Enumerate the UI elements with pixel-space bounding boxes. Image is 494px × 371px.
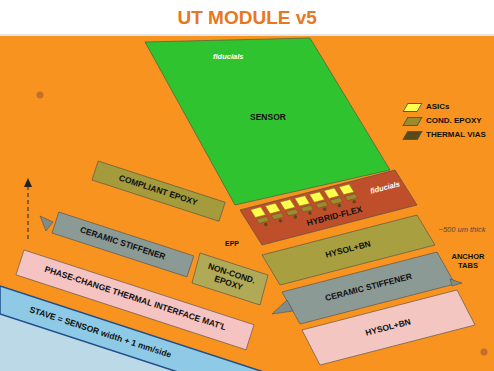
layer-shape [145,38,390,205]
legend-label: COND. EPOXY [426,116,482,125]
layer-shape [52,212,194,277]
ceramic-stiffener-layer: CERAMIC STIFFENER [52,212,194,277]
non-conductive-epoxy-layer: NON-COND. EPOXY [192,253,268,305]
asic-chip [265,203,280,213]
anchor-tab [272,300,293,314]
layer-shape [92,161,225,221]
title-ground [0,0,494,36]
thermal-via [294,215,298,219]
title-rule [0,35,494,36]
conductive-epoxy-pad [301,205,314,212]
diagram-title: UT MODULE v5 [178,7,317,29]
thermal-via [338,204,342,208]
thermal-via [323,208,327,212]
dashed-arrow [28,186,29,240]
conductive-epoxy-pad [286,209,299,216]
part-legend: ASICsCOND. EPOXY THERMAL VIAS [405,100,486,142]
legend-label: THERMAL VIAS [426,130,486,139]
layer-shape [192,253,268,305]
part-label: EPP [225,240,239,248]
stave-surface [0,36,494,371]
anchor-tab [450,279,462,286]
conductive-epoxy-pad [271,213,284,220]
legend-label: ASICs [426,102,450,111]
part-label: ANCHOR TABS [448,253,488,270]
thermal-via [308,211,312,215]
conductive-epoxy-pad [345,194,358,201]
part-label: ~500 um thick [439,226,486,235]
layer-label: SENSOR [250,113,286,123]
thermal-via [279,219,283,223]
conductive-epoxy-pad [315,201,328,208]
asic-chip [295,196,310,206]
asic-chip [280,200,295,210]
stave-hole [481,349,488,356]
dashed-arrow-head [24,178,32,187]
legend-swatch [402,103,422,112]
stave-hole [37,92,44,99]
legend-row: COND. EPOXY [405,114,486,128]
thermal-via [264,223,268,227]
conductive-epoxy-pad [257,217,270,224]
asic-chip [251,207,266,217]
legend-swatch [402,117,422,126]
legend-row: THERMAL VIAS [405,128,486,142]
asic-chip [310,192,325,202]
legend-swatch [402,131,422,140]
asic-chip [339,184,354,194]
sensor-layer: fiducialsSENSOR [145,38,390,205]
legend-row: ASICs [405,100,486,114]
conductive-epoxy-pad [330,198,343,205]
thermal-via [352,200,356,204]
asic-chip [324,188,339,198]
compliant-epoxy-layer: COMPLIANT EPOXY [92,161,225,221]
fiducial-label: fiducials [213,53,243,62]
anchor-tab [40,216,53,231]
